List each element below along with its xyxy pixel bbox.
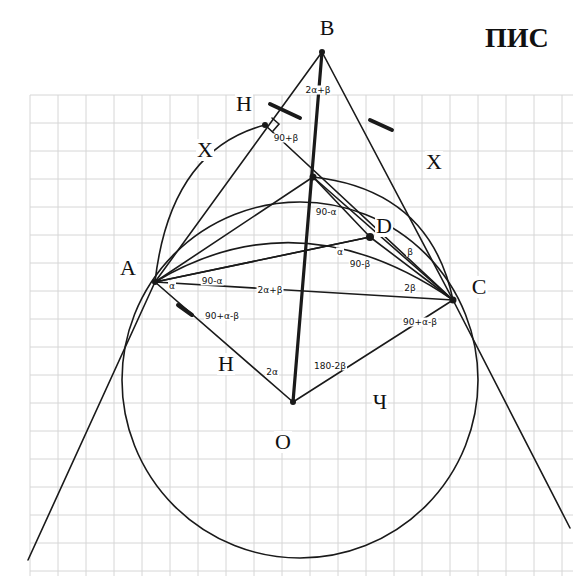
grid-line — [366, 95, 367, 576]
grid-line — [562, 95, 563, 576]
grid-line — [86, 95, 87, 576]
grid-line — [226, 95, 227, 576]
arc — [313, 177, 453, 300]
angle-label: α — [336, 248, 344, 257]
grid-line — [338, 95, 339, 576]
grid-line — [142, 95, 143, 576]
point — [152, 279, 158, 285]
angle-label: 90+β — [273, 134, 300, 143]
grid-line — [30, 207, 573, 208]
grid-line — [282, 95, 283, 576]
grid-paper — [30, 95, 573, 576]
angle-label: β — [406, 248, 414, 257]
grid-line — [58, 95, 59, 576]
angle-label: 180-2β — [313, 362, 347, 371]
grid-line — [394, 95, 395, 576]
segment — [293, 300, 453, 402]
grid-line — [114, 95, 115, 576]
grid-line — [30, 263, 573, 264]
angle-label: 90+α-β — [204, 312, 240, 321]
segment — [155, 52, 322, 282]
grid-line — [30, 179, 573, 180]
angle-label: 90+α-β — [402, 318, 438, 327]
point-label: X — [425, 151, 443, 173]
grid-line — [450, 95, 451, 576]
point-label: D — [375, 215, 393, 237]
segment — [155, 282, 293, 402]
grid-line — [30, 515, 573, 516]
grid-line — [534, 95, 535, 576]
point — [290, 399, 296, 405]
point-label: X — [196, 139, 214, 161]
tick-mark — [270, 104, 300, 118]
grid-line — [30, 431, 573, 432]
point-label: Ч — [372, 391, 388, 413]
angle-label: 2α — [265, 368, 279, 377]
right-angle-mark — [272, 118, 279, 131]
point-label: H — [235, 93, 253, 115]
angle-label: 2α+β — [257, 286, 284, 295]
grid-line — [478, 95, 479, 576]
angle-label: 90-α — [315, 208, 338, 217]
angle-label: 90-α — [201, 277, 224, 286]
grid-line — [30, 235, 573, 236]
grid-line — [30, 95, 31, 576]
circle — [122, 202, 478, 558]
point — [319, 49, 325, 55]
point — [366, 233, 374, 241]
grid-line — [506, 95, 507, 576]
points — [152, 49, 457, 405]
tangent-line — [453, 300, 570, 528]
grid-line — [30, 151, 573, 152]
segment — [370, 237, 453, 300]
grid-line — [30, 543, 573, 544]
point-label: B — [319, 17, 336, 39]
tick-mark — [178, 305, 192, 315]
grid-line — [30, 571, 573, 572]
grid-line — [30, 95, 573, 96]
segment — [322, 52, 453, 300]
segment — [155, 237, 370, 282]
grid-line — [30, 347, 573, 348]
point-label: O — [274, 431, 292, 453]
thick-segment — [293, 52, 322, 402]
grid-line — [422, 95, 423, 576]
grid-line — [254, 95, 255, 576]
segment — [313, 177, 453, 300]
segment — [313, 177, 370, 237]
heading-fragment: ПИС — [484, 24, 550, 52]
point — [450, 297, 457, 304]
segment — [265, 125, 453, 300]
point — [262, 122, 268, 128]
angle-label: α — [168, 282, 176, 291]
tangent-line — [28, 282, 155, 560]
grid-line — [30, 123, 573, 124]
point-label: A — [119, 257, 137, 279]
construction-lines — [28, 52, 570, 560]
grid-line — [30, 403, 573, 404]
segment — [155, 237, 370, 282]
grid-line — [170, 95, 171, 576]
grid-line — [30, 459, 573, 460]
angle-label: 2β — [403, 284, 416, 293]
tick-mark — [370, 120, 392, 130]
point-label: H — [217, 353, 235, 375]
grid-line — [30, 487, 573, 488]
point-label: C — [471, 276, 488, 298]
angle-label: 90-β — [349, 260, 371, 269]
point — [310, 174, 317, 181]
angle-label: 2α+β — [305, 86, 332, 95]
